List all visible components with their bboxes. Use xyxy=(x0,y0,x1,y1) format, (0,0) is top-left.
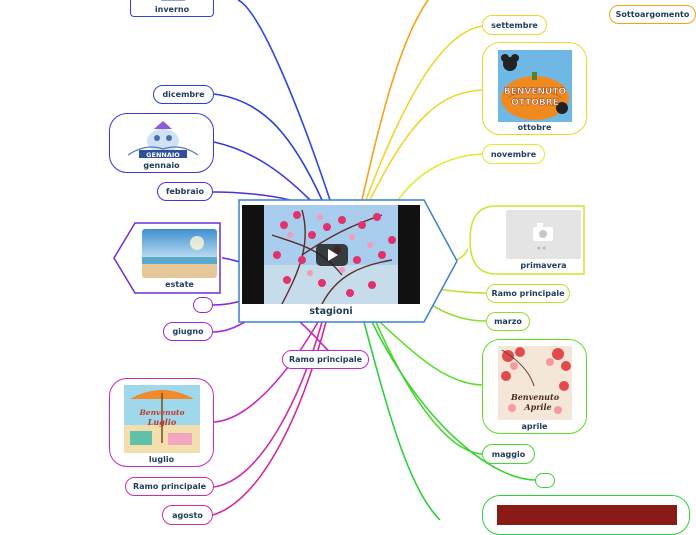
svg-text:Benvenuto: Benvenuto xyxy=(510,392,560,402)
node-empty-left[interactable] xyxy=(193,297,213,313)
node-marzo[interactable]: marzo xyxy=(486,312,530,331)
node-febbraio[interactable]: febbraio xyxy=(157,182,213,201)
node-ottobre[interactable]: BENVENUTO OTTOBRE ottobre xyxy=(482,42,587,135)
aprile-image: Benvenuto Aprile xyxy=(498,346,572,420)
svg-text:Aprile: Aprile xyxy=(523,402,551,412)
svg-text:OTTOBRE: OTTOBRE xyxy=(511,98,559,108)
svg-text:BENVENUTO: BENVENUTO xyxy=(504,87,567,97)
node-inverno[interactable]: inverno xyxy=(130,0,214,17)
svg-text:Luglio: Luglio xyxy=(147,417,177,427)
node-giugno[interactable]: giugno xyxy=(163,322,213,341)
central-node[interactable]: stagioni xyxy=(238,199,458,323)
ottobre-image: BENVENUTO OTTOBRE xyxy=(498,50,572,122)
gennaio-image: GENNAIO xyxy=(126,119,200,161)
node-primavera[interactable]: primavera xyxy=(468,205,585,275)
video-thumbnail[interactable] xyxy=(242,205,420,304)
camera-icon xyxy=(533,223,553,250)
node-ramo-principale-left[interactable]: Ramo principale xyxy=(125,477,214,496)
luglio-image: Benvenuto Luglio xyxy=(124,385,200,453)
inverno-image xyxy=(161,0,185,1)
central-title: stagioni xyxy=(309,306,353,317)
estate-image xyxy=(142,229,217,278)
node-estate[interactable]: estate xyxy=(113,222,222,294)
node-novembre[interactable]: novembre xyxy=(482,144,545,164)
node-ramo-principale-right[interactable]: Ramo principale xyxy=(486,284,570,303)
play-icon xyxy=(316,244,348,266)
node-ramo-principale-bottom[interactable]: Ramo principale xyxy=(282,350,369,369)
svg-text:Benvenuto: Benvenuto xyxy=(138,408,184,417)
node-bottom-right-image[interactable] xyxy=(482,495,690,535)
node-agosto[interactable]: agosto xyxy=(162,505,213,525)
bottom-right-image xyxy=(497,505,677,525)
svg-text:GENNAIO: GENNAIO xyxy=(146,151,180,159)
node-gennaio[interactable]: GENNAIO gennaio xyxy=(109,113,214,173)
node-aprile[interactable]: Benvenuto Aprile aprile xyxy=(482,339,587,434)
primavera-placeholder-image xyxy=(506,210,581,259)
node-maggio[interactable]: maggio xyxy=(482,444,535,464)
node-sottoargomento[interactable]: Sottoargomento xyxy=(609,5,696,24)
node-empty-right[interactable] xyxy=(535,473,555,488)
node-luglio[interactable]: Benvenuto Luglio luglio xyxy=(109,378,214,467)
node-settembre[interactable]: settembre xyxy=(482,15,547,35)
node-dicembre[interactable]: dicembre xyxy=(153,85,214,104)
